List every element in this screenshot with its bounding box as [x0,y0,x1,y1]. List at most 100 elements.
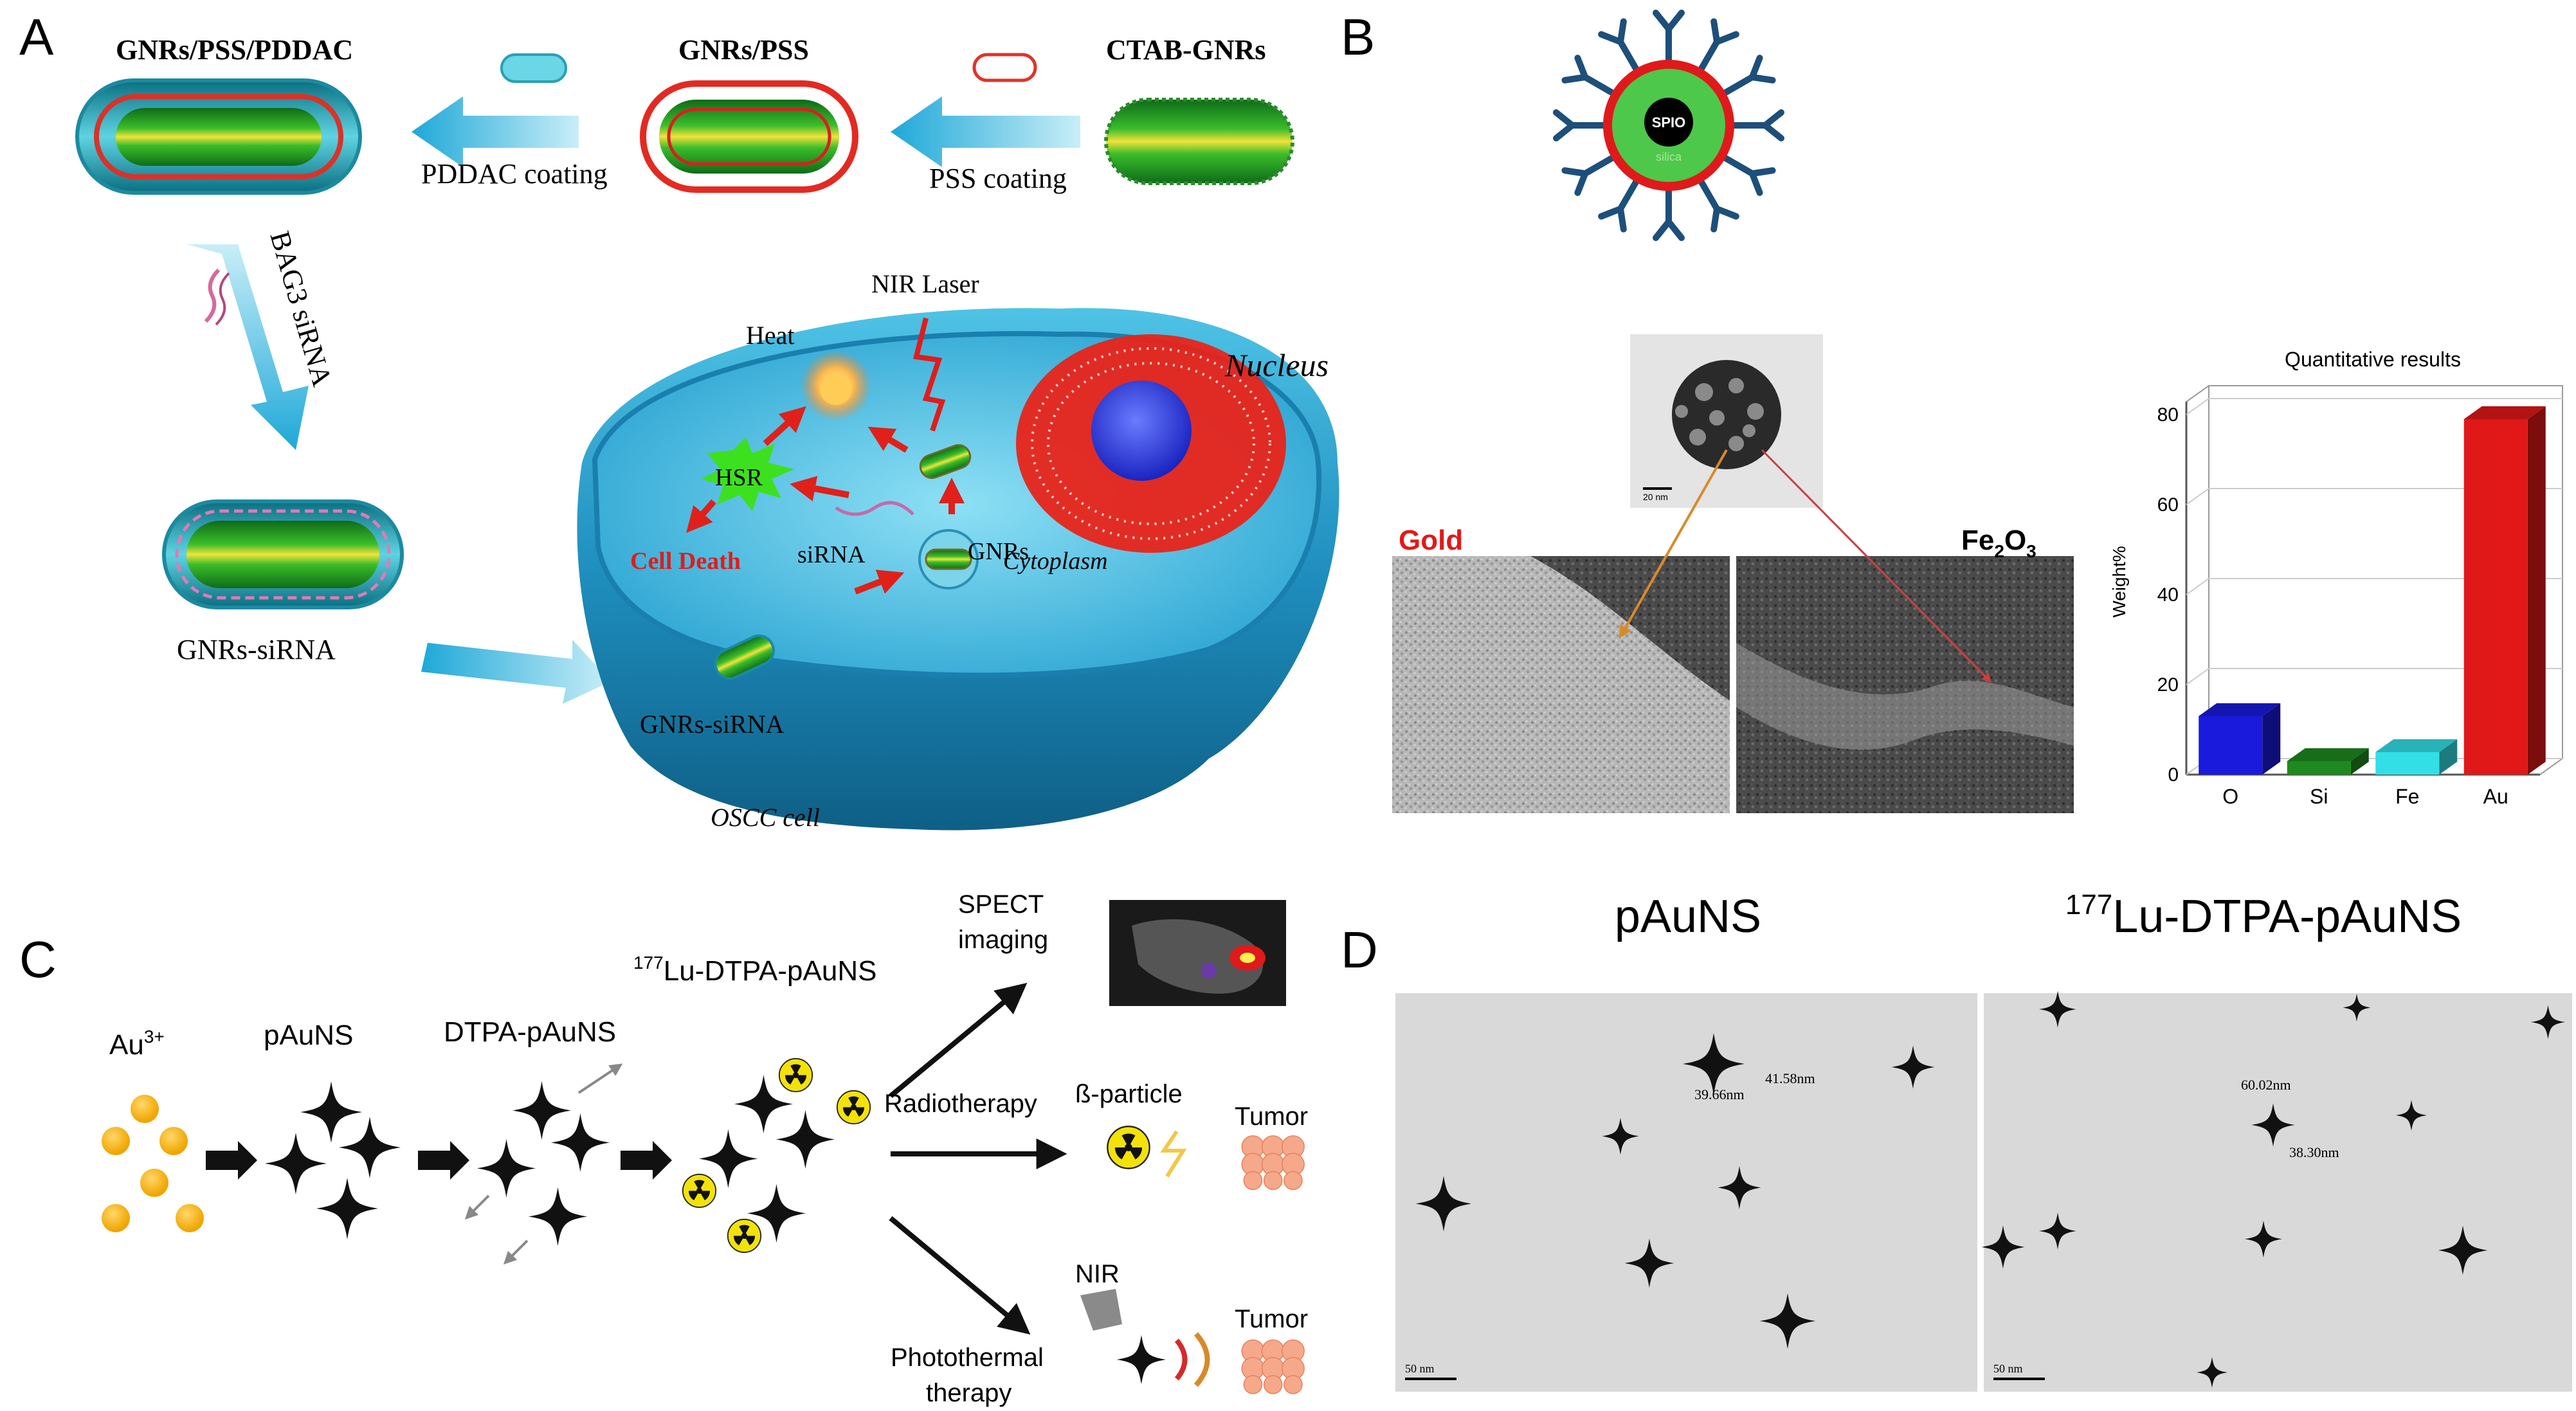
pausns-stars [265,1081,401,1239]
label-gnrs-sirna: GNRs-siRNA [177,634,336,665]
arrow-bag3-sirna [186,244,309,450]
heat-wave-icon [1174,1338,1188,1381]
lightning-icon [1160,1130,1187,1178]
label-gnrs-pss-pddac: GNRs/PSS/PDDAC [116,34,353,66]
nir-emitter-icon [1080,1289,1122,1331]
chart-gridline [2186,668,2562,685]
meas-label-1: 41.58nm [1765,1070,1815,1086]
arrow-c1 [206,1141,257,1180]
lu-dtpa-pausns-stars [682,1057,871,1254]
label-lu-dtpa-pausns: 177Lu-DTPA-pAuNS [633,953,876,987]
scale-label-left: 50 nm [1405,1362,1435,1375]
label-tumor-1: Tumor [1235,1102,1308,1131]
tem-image-right [1984,993,2572,1392]
inset-connector-gold [1619,449,1728,639]
label-radiotherapy: Radiotherapy [884,1090,1037,1118]
chart-xtick-label: Si [2310,785,2328,808]
nucleus-sphere [1091,381,1192,481]
sirna-strand-icon [204,268,221,323]
gnr-sirna-particle [714,634,775,680]
dtpa-pausns-stars [464,1063,623,1265]
hrtem-gold-image [1392,556,1730,813]
heat-wave-2 [1193,1332,1210,1387]
rod-gnrs-sirna [162,499,404,609]
beta-radiation-icon [1107,1126,1150,1169]
chart-gridline [2186,488,2562,505]
label-scale-small: 20 nm [1643,492,1668,502]
chart-xtick-label: Au [2483,785,2508,808]
rod-gnrs-pss-pddac [75,78,362,195]
label-pss-coating: PSS coating [929,163,1067,194]
panel-a-letter: A [19,8,54,66]
spect-image [1109,900,1286,1006]
chart-xtick-label: O [2222,785,2238,808]
panel-d-title-left: pAuNS [1615,891,1761,942]
label-dtpa-pausns: DTPA-pAuNS [444,1016,616,1048]
label-pausns: pAuNS [264,1020,353,1051]
label-photothermal: Photothermal [891,1344,1044,1372]
oscc-cell-illustration [577,308,1339,831]
chart-bar-fe [2375,739,2458,775]
chart-ytick-label: 80 [2157,404,2179,426]
label-gnrs-sirna-cell: GNRs-siRNA [640,710,785,739]
label-gold: Gold [1399,525,1463,556]
panel-d-title-right: 177Lu-DTPA-pAuNS [2065,889,2462,942]
meas-label-4: 38.30nm [2289,1144,2339,1160]
meas-label-3: 60.02nm [2241,1077,2291,1093]
small-rod-red-icon [972,53,1037,82]
chart-title: Quantitative results [2285,348,2461,371]
label-pddac-coating: PDDAC coating [421,158,608,190]
hsr-burst [701,437,794,511]
small-rod-teal-icon [500,53,567,83]
chart-xtick-label: Fe [2395,785,2419,808]
label-gnrs-pss: GNRs/PSS [678,34,809,66]
arrow-photothermal [889,1216,1031,1335]
meas-label-2: 39.66nm [1694,1086,1745,1102]
chart-ylabel: Weight% [2109,546,2129,618]
label-bag3-sirna: BAG3 siRNA [264,228,338,390]
arrow-into-cell [421,640,611,704]
rod-ctab-gnrs [1104,98,1294,185]
chart-gridline [2186,578,2562,595]
panel-c: C Au3+ pAuNS DTPA-pAuNS 177Lu-DTPA-pAuNS [19,890,1308,1407]
panel-d-letter: D [1341,921,1378,978]
gnr-particle [919,444,972,480]
chart-gridline [2186,398,2562,415]
label-au3: Au3+ [109,1027,165,1061]
arrow-spect [889,982,1028,1099]
star-particle-icon [1116,1335,1166,1385]
chart-ytick-label: 40 [2157,584,2179,606]
panel-c-letter: C [19,931,57,988]
panel-b: B SPIO silica [1341,8,2563,813]
label-cell-death: Cell Death [630,548,741,575]
arrow-pss-coating [891,96,1080,167]
spio-nanoparticle-diagram [1556,10,1781,238]
chart-ytick-label: 0 [2168,764,2179,786]
label-ctab-gnrs: CTAB-GNRs [1106,34,1266,66]
panel-d: D pAuNS 177Lu-DTPA-pAuNS 41.58nm 39.66nm… [1341,889,2572,1392]
panel-b-letter: B [1341,8,1375,66]
chart-ytick-label: 20 [2157,674,2179,696]
tumor-icon-2 [1241,1339,1305,1394]
rod-gnrs-pss [640,80,858,193]
label-cytoplasm: Cytoplasm [1003,548,1108,575]
label-spect: SPECT [958,890,1044,919]
chart-bar-si [2287,748,2369,775]
chart-bar-o [2199,703,2281,775]
label-nir-laser: NIR Laser [871,269,979,298]
chart-ytick-label: 60 [2157,494,2179,516]
tumor-icon-1 [1241,1135,1305,1191]
label-tumor-2: Tumor [1235,1305,1308,1333]
panel-a: A GNRs/PSS/PDDAC GNRs/PSS CTAB-GNRs PDDA… [19,8,1339,832]
scale-label-right: 50 nm [1993,1362,2023,1375]
label-therapy: therapy [926,1379,1011,1407]
au3-ions [102,1095,204,1232]
arrow-pddac-coating [412,96,579,167]
label-beta-particle: ß-particle [1075,1080,1183,1108]
label-oscc-cell: OSCC cell [711,803,820,832]
label-sirna: siRNA [797,541,866,568]
label-imaging: imaging [958,926,1048,954]
arrow-c2 [418,1141,469,1180]
sirna-strand-2 [215,272,230,326]
label-gnrs: GNRs [968,538,1029,565]
